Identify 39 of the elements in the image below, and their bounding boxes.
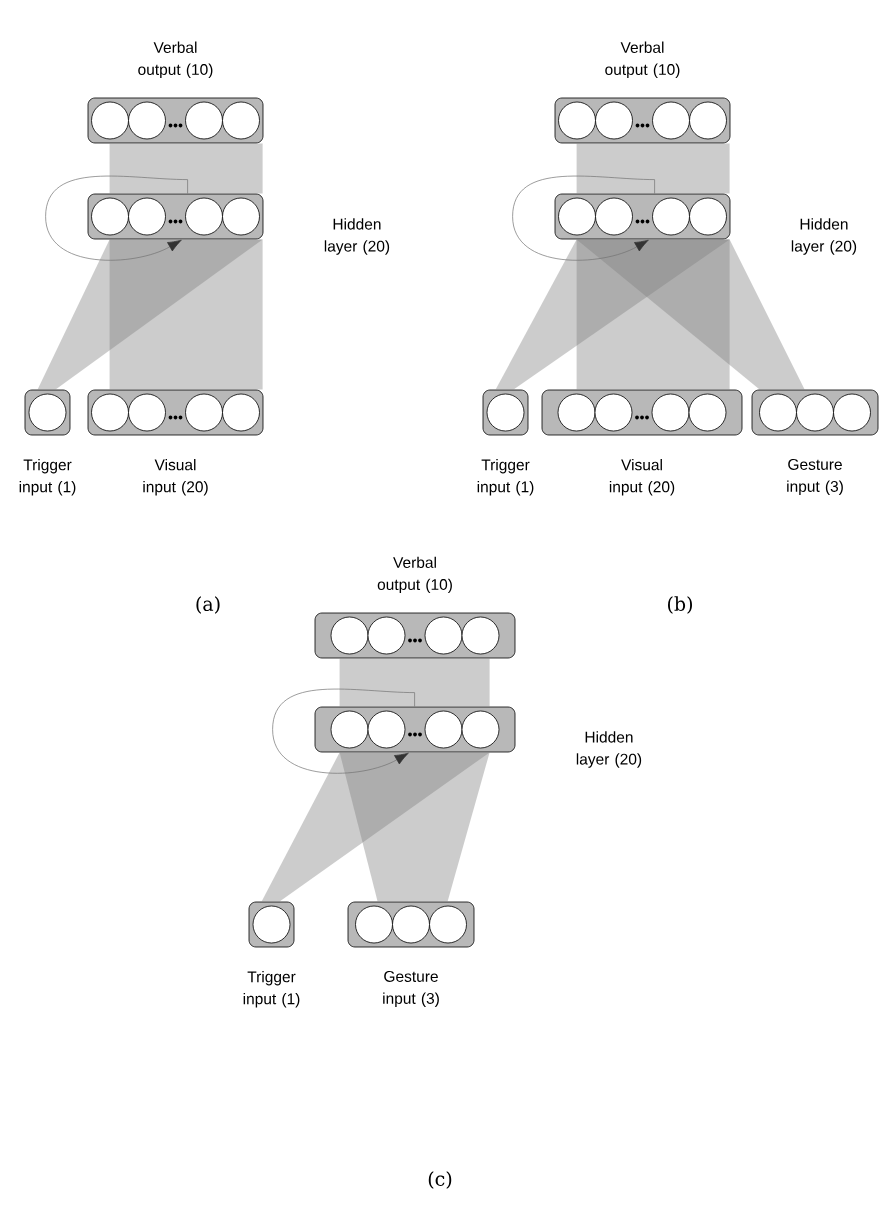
node-label: Hidden layer (20)	[791, 218, 857, 255]
layer-box: Visual input (20)	[541, 389, 743, 496]
projection-band	[109, 239, 263, 390]
layer-box: Hidden layer (20)	[87, 193, 390, 255]
projection-band	[576, 143, 730, 194]
panel-caption: (a)	[196, 596, 220, 614]
node-label: Verbal output (10)	[377, 556, 452, 594]
layer-box: Trigger input (1)	[19, 389, 76, 496]
node-label: Verbal output (10)	[605, 41, 680, 79]
layer-box: Visual input (20)	[87, 389, 264, 496]
layer-box: Verbal output (10)	[87, 41, 264, 144]
node-label: Verbal output (10)	[138, 41, 213, 79]
layer-box: Verbal output (10)	[554, 41, 731, 144]
projection-band	[576, 239, 805, 390]
node-label: Gesture input (3)	[787, 458, 843, 495]
recurrent-arrow	[272, 688, 415, 774]
layer-box: Trigger input (1)	[243, 901, 300, 1008]
recurrent-arrow	[512, 175, 655, 261]
panel-caption: (c)	[428, 1171, 452, 1189]
node-label: Trigger input (1)	[243, 970, 300, 1008]
panel-caption: (b)	[668, 596, 692, 614]
projection-band	[339, 752, 490, 902]
node-label: Hidden layer (20)	[324, 218, 390, 255]
node-label: Trigger input (1)	[477, 458, 534, 496]
layer-box: Hidden layer (20)	[554, 193, 857, 255]
node-label: Gesture input (3)	[383, 970, 439, 1007]
layer-box: Gesture input (3)	[347, 901, 475, 1007]
layer-box: Hidden layer (20)	[314, 706, 642, 768]
node-label: Visual input (20)	[609, 458, 675, 496]
projection-band	[37, 239, 263, 390]
layer-box: Gesture input (3)	[751, 389, 879, 495]
projection-band	[109, 143, 263, 194]
node-label: Hidden layer (20)	[576, 731, 642, 768]
layer-box: Trigger input (1)	[477, 389, 534, 496]
node-label: Trigger input (1)	[19, 458, 76, 496]
node-label: Visual input (20)	[143, 458, 208, 496]
layer-box: Verbal output (10)	[314, 556, 516, 659]
recurrent-arrow	[45, 175, 188, 261]
projection-band	[339, 658, 490, 707]
